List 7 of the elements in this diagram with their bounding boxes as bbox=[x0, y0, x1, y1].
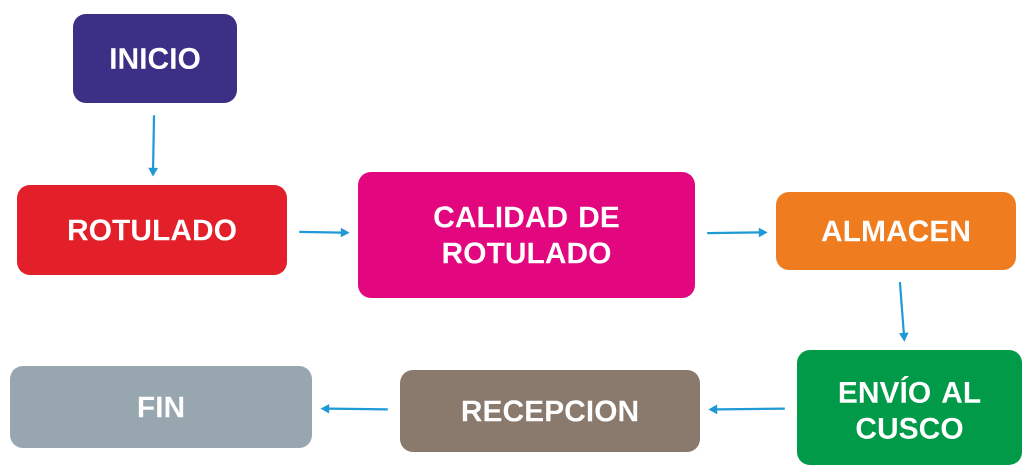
process-box: RECEPCION bbox=[400, 370, 700, 452]
process-box: CALIDAD DE ROTULADO bbox=[358, 172, 695, 298]
process-box: INICIO bbox=[73, 14, 237, 103]
process-box: ALMACEN bbox=[776, 192, 1016, 270]
process-box: ENVÍO AL CUSCO bbox=[797, 350, 1022, 465]
process-box: ROTULADO bbox=[17, 185, 287, 275]
process-box: FIN bbox=[10, 366, 312, 448]
